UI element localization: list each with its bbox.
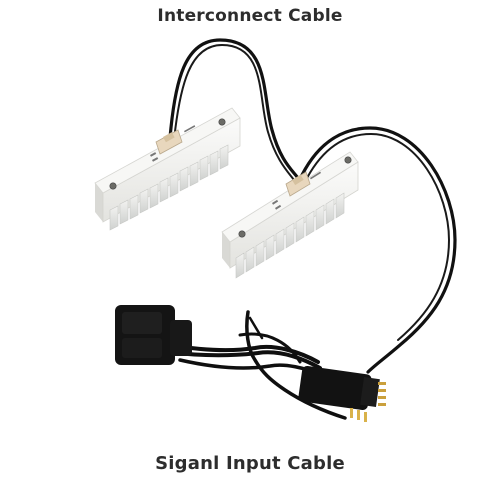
pin-connector	[298, 365, 386, 422]
signal-input-cable-label: Siganl Input Cable	[155, 453, 345, 474]
interconnect-cable	[168, 38, 300, 180]
signal-input-cable	[300, 126, 457, 374]
interconnect-cable-label: Interconnect Cable	[157, 6, 343, 26]
led-module-right	[221, 151, 359, 279]
connector-plug	[115, 305, 192, 365]
led-module-left	[94, 107, 241, 231]
